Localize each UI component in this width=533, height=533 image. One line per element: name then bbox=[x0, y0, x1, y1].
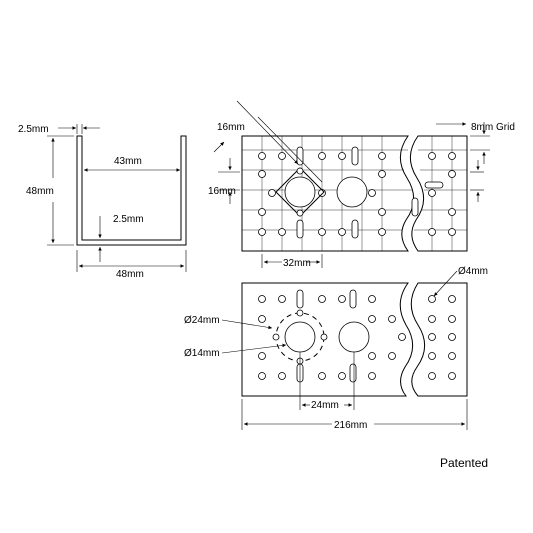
dim-bore: Ø14mm bbox=[184, 348, 220, 359]
dim-base-thickness: 2.5mm bbox=[113, 214, 144, 225]
dim-grid: 8mm Grid bbox=[471, 122, 515, 133]
dim-spacing: 32mm bbox=[283, 258, 311, 269]
top-view-holes bbox=[258, 146, 456, 239]
dim-wall-thickness-top: 2.5mm bbox=[18, 124, 49, 135]
side-view: Ø4mm Ø24mm Ø14mm 24mm 216mm bbox=[184, 266, 488, 431]
dim-center-spacing: 24mm bbox=[311, 400, 339, 411]
dim-height: 48mm bbox=[26, 186, 54, 197]
dim-pitch: 16mm bbox=[208, 186, 236, 197]
dim-inner-width: 43mm bbox=[114, 156, 142, 167]
dim-bolt-circle: Ø24mm bbox=[184, 315, 220, 326]
dim-square-diagonal: 16mm bbox=[217, 122, 245, 133]
side-view-holes bbox=[258, 289, 456, 383]
dim-small-hole: Ø4mm bbox=[458, 266, 488, 277]
dim-outer-width: 48mm bbox=[116, 269, 144, 280]
channel-profile: 2.5mm 43mm 48mm 2.5mm 48mm bbox=[18, 124, 187, 280]
top-view: 16mm 8mm Grid 16mm 32mm bbox=[208, 100, 515, 269]
patent-note: Patented bbox=[440, 456, 489, 470]
dim-length: 216mm bbox=[334, 420, 367, 431]
